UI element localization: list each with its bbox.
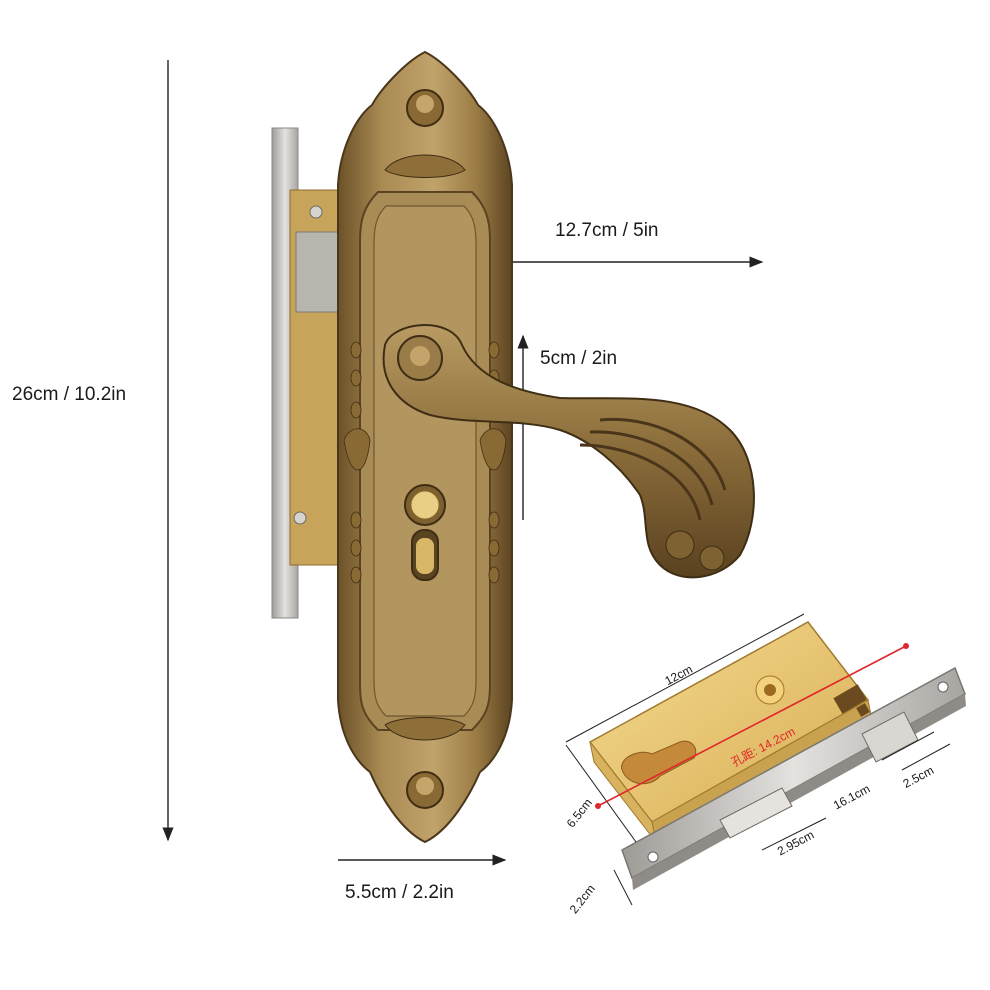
key-cylinder (404, 484, 446, 581)
escutcheon-plate (337, 50, 513, 844)
plate-width-label: 5.5cm / 2.2in (345, 882, 454, 903)
handle-length-label: 12.7cm / 5in (555, 220, 659, 241)
height-label: 26cm / 10.2in (12, 384, 127, 405)
mortise-lock-case (588, 621, 966, 890)
lock-case-dimension-lines (565, 613, 951, 906)
lever-handle (382, 324, 755, 579)
handle-height-label: 5cm / 2in (540, 348, 618, 369)
hole-distance-dimension-line (597, 645, 907, 807)
